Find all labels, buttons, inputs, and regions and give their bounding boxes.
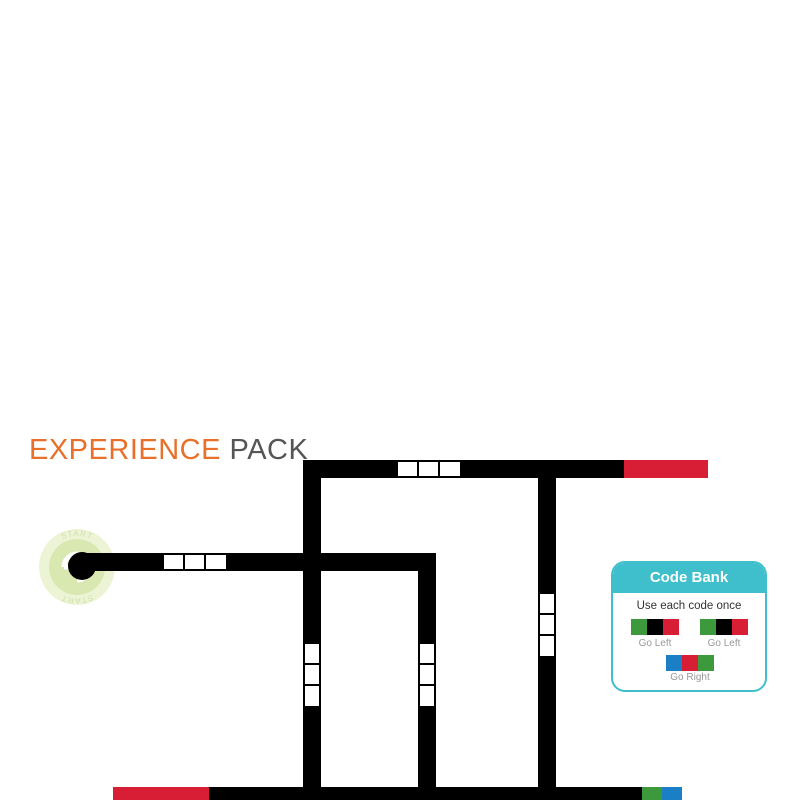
code-bank-title: Code Bank — [613, 563, 765, 593]
code-slot[interactable] — [303, 684, 321, 708]
title-rest: PACK — [229, 434, 309, 466]
code-label: Go Right — [670, 672, 710, 683]
code-color-swatch — [666, 655, 682, 671]
red-end-cap-top — [624, 460, 708, 478]
code-slot[interactable] — [538, 613, 556, 636]
code-color-swatch — [647, 619, 663, 635]
code-slot[interactable] — [538, 634, 556, 658]
code-color-swatch — [631, 619, 647, 635]
code-slot[interactable] — [183, 553, 206, 571]
code-slot[interactable] — [418, 642, 436, 665]
code-bank-panel: Code Bank Use each code once Go Left Go … — [611, 561, 767, 692]
code-slot[interactable] — [162, 553, 185, 571]
track-left-vertical — [303, 460, 321, 800]
green-end-cap-bottom — [642, 787, 662, 800]
track-bottom — [208, 787, 642, 800]
blue-end-cap-bottom — [662, 787, 682, 800]
code-slot[interactable] — [418, 663, 436, 686]
track-top — [303, 460, 626, 478]
code-slot[interactable] — [417, 460, 440, 478]
code-label: Go Left — [638, 638, 672, 649]
code-slot[interactable] — [418, 684, 436, 708]
svg-text:START: START — [60, 593, 95, 605]
code-go-left-1[interactable] — [631, 619, 679, 635]
code-bank-instruction: Use each code once — [636, 600, 742, 612]
red-end-cap-bottom — [113, 787, 209, 800]
track-start-branch — [82, 553, 436, 571]
code-go-right[interactable] — [666, 655, 714, 671]
code-slot[interactable] — [204, 553, 228, 571]
code-color-swatch — [716, 619, 732, 635]
code-color-swatch — [700, 619, 716, 635]
code-go-left-2[interactable] — [700, 619, 748, 635]
code-color-swatch — [663, 619, 679, 635]
start-label-top: START — [60, 529, 94, 541]
code-slot[interactable] — [303, 663, 321, 686]
code-slot[interactable] — [396, 460, 419, 478]
code-color-swatch — [698, 655, 714, 671]
title-accent: EXPERIENCE — [29, 434, 221, 466]
code-slot[interactable] — [438, 460, 462, 478]
code-label: Go Left — [707, 638, 741, 649]
page-title: EXPERIENCE PACK — [29, 434, 308, 467]
start-label-bottom: START — [60, 593, 94, 605]
code-slot[interactable] — [303, 642, 321, 665]
svg-text:START: START — [60, 529, 95, 541]
code-slot[interactable] — [538, 592, 556, 615]
code-color-swatch — [732, 619, 748, 635]
code-color-swatch — [682, 655, 698, 671]
